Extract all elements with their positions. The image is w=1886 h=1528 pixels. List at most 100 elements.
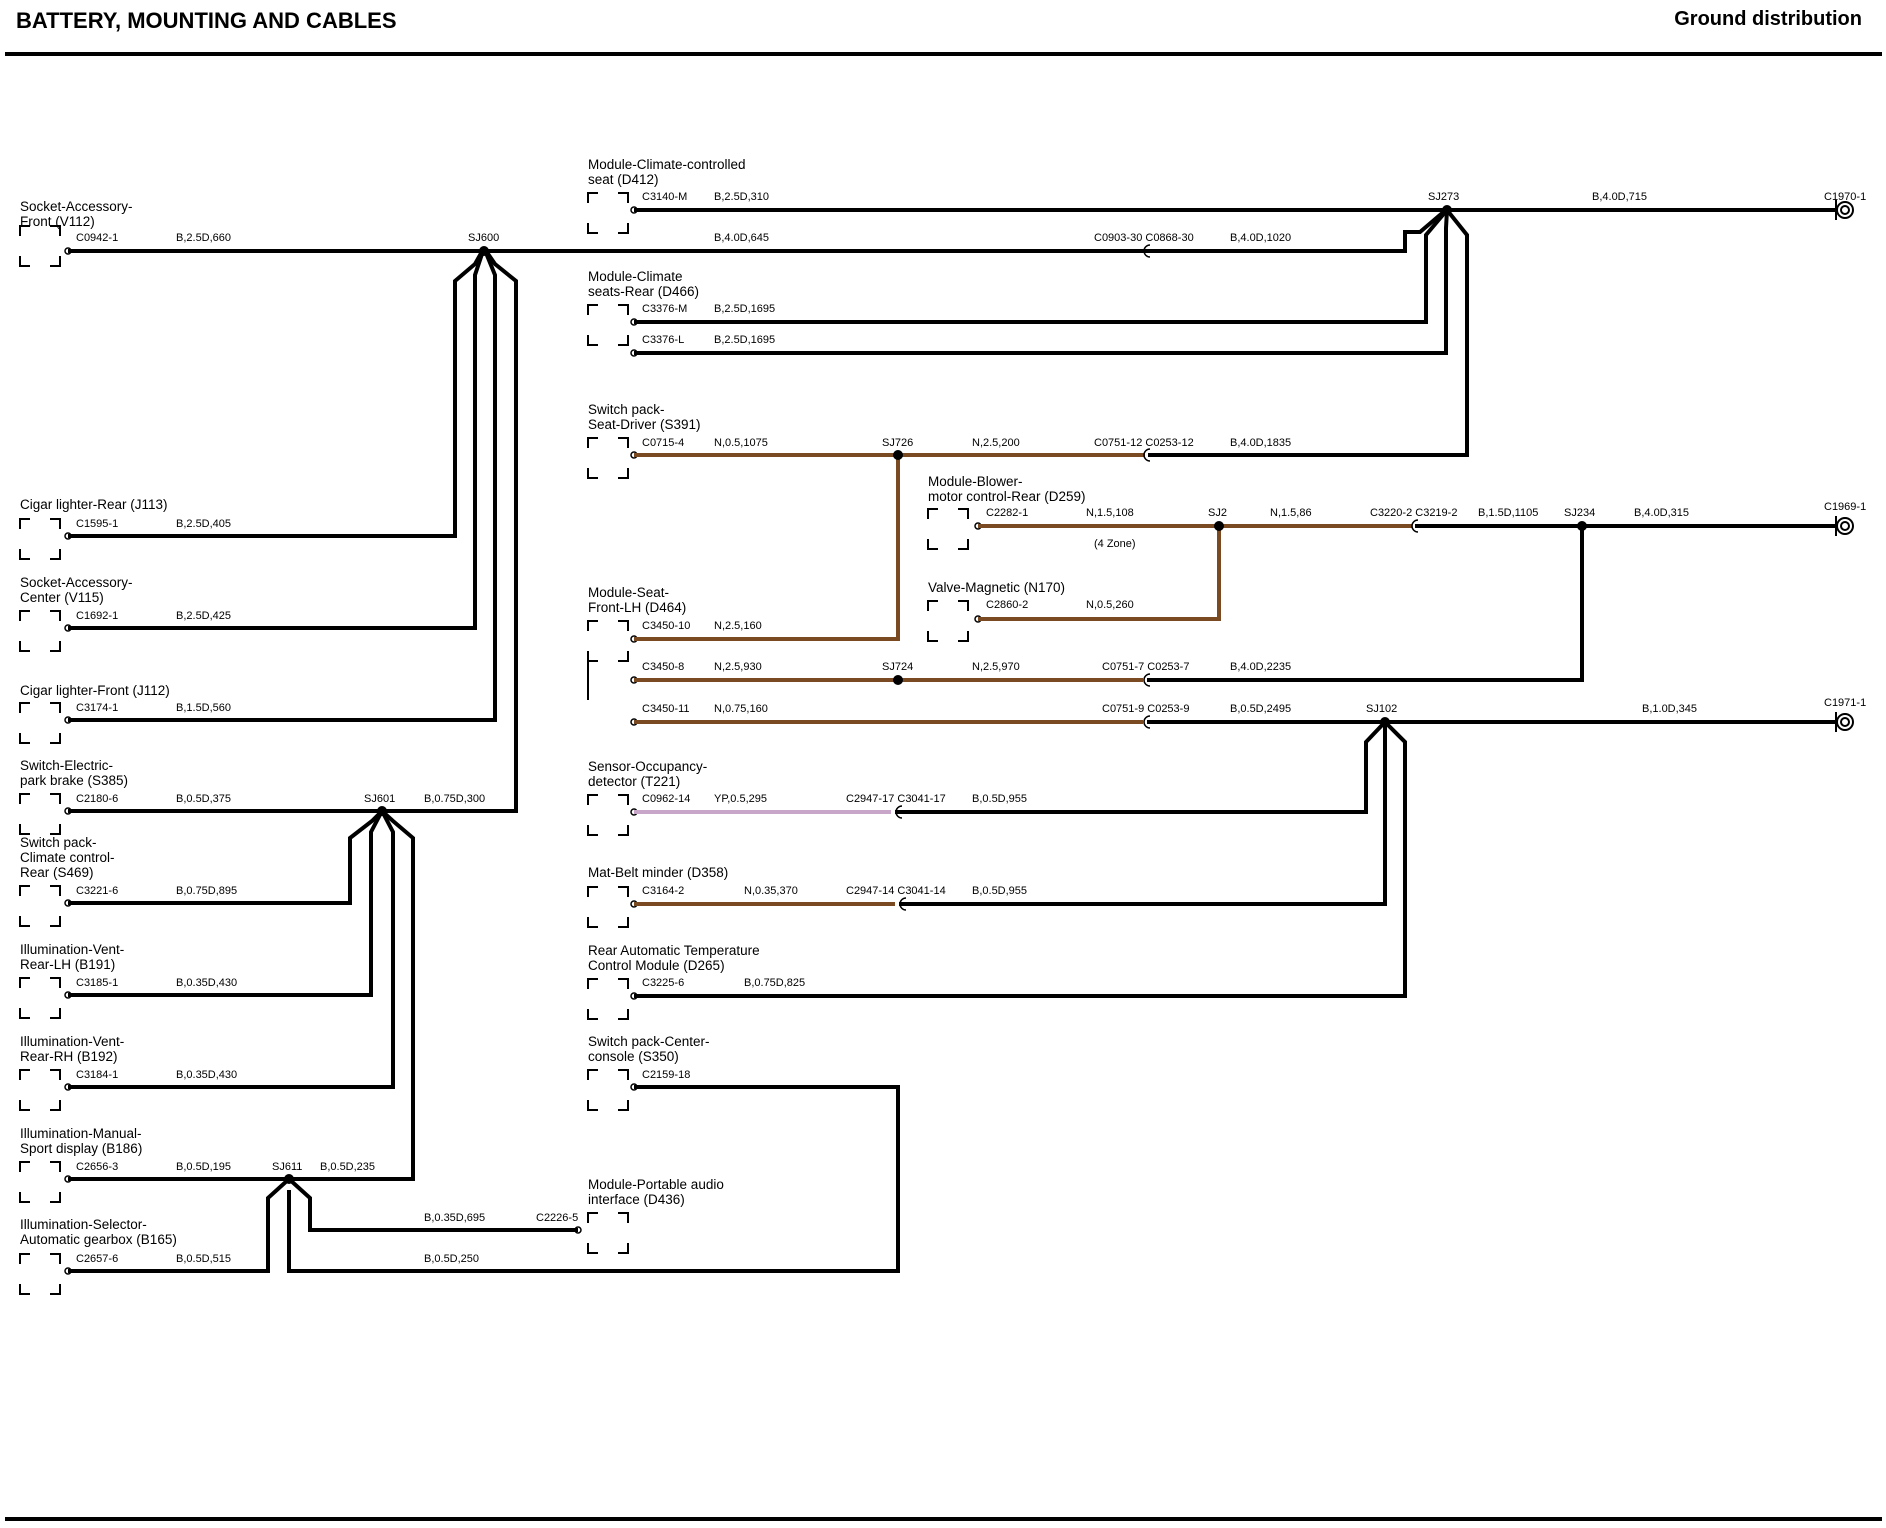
component-label-d265: Rear Automatic Temperature (588, 943, 760, 958)
component-labels: Socket-Accessory-Front (V112)Cigar light… (20, 157, 1086, 1247)
wire-label-c2159: C2159-18 (642, 1069, 690, 1081)
wire-label-w715: B,4.0D,715 (1592, 191, 1647, 203)
wire-label-w375: B,0.5D,375 (176, 793, 231, 805)
component-label-j113: Cigar lighter-Rear (J113) (20, 497, 168, 512)
sj724-dot (893, 675, 903, 685)
component-label-s350: Switch pack-Center- (588, 1034, 710, 1049)
sj600-dot (479, 246, 489, 256)
wire-label-c3220: C3220-2 C3219-2 (1370, 507, 1457, 519)
wire-d466-l (634, 209, 1449, 355)
component-box (587, 978, 629, 1020)
wire-label-c2226: C2226-5 (536, 1212, 578, 1224)
component-label-d265: Control Module (D265) (588, 958, 725, 973)
connector-c0751-12 (1143, 448, 1151, 462)
wire-label-w2235: B,4.0D,2235 (1230, 661, 1291, 673)
wire-label-zone: (4 Zone) (1094, 538, 1136, 550)
wire-label-c3450_8: C3450-8 (642, 661, 684, 673)
component-label-b186: Illumination-Manual- (20, 1126, 142, 1141)
component-label-b165: Automatic gearbox (B165) (20, 1232, 177, 1247)
wire-label-c3221: C3221-6 (76, 885, 118, 897)
wires (68, 207, 1838, 1273)
wire-label-w430a: B,0.35D,430 (176, 977, 237, 989)
component-label-d412: seat (D412) (588, 172, 659, 187)
ground-terminals (1835, 200, 1854, 732)
wire-d436 (287, 1177, 578, 1232)
splice-label-sj611: SJ611 (272, 1161, 302, 1173)
wire-label-c0715: C0715-4 (642, 437, 684, 449)
wire-label-w160b: N,0.75,160 (714, 703, 768, 715)
splice-label-sj600: SJ600 (468, 232, 499, 244)
wire-label-c3450_10: C3450-10 (642, 620, 690, 632)
wire-b191 (68, 810, 384, 997)
wire-label-w260: N,0.5,260 (1086, 599, 1134, 611)
component-label-s391: Switch pack- (588, 402, 665, 417)
wire-label-w560: B,1.5D,560 (176, 702, 231, 714)
component-box (587, 437, 629, 479)
wire-label-c3164: C3164-2 (642, 885, 684, 897)
component-label-b192: Rear-RH (B192) (20, 1049, 118, 1064)
wire-label-w2495: B,0.5D,2495 (1230, 703, 1291, 715)
wire-label-c3184: C3184-1 (76, 1069, 118, 1081)
component-label-t221: detector (T221) (588, 774, 680, 789)
component-box (19, 225, 61, 267)
wire-s469 (68, 809, 384, 905)
wire-label-w955b: B,0.5D,955 (972, 885, 1027, 897)
wire-label-w1695b: B,2.5D,1695 (714, 334, 775, 346)
wire-label-w370: N,0.35,370 (744, 885, 798, 897)
wire-label-c1969: C1969-1 (1824, 501, 1866, 513)
component-box (19, 793, 61, 835)
sj611-dot (284, 1174, 294, 1184)
section-title: Ground distribution (1674, 8, 1862, 30)
wire-label-w660: B,2.5D,660 (176, 232, 231, 244)
component-label-s391: Seat-Driver (S391) (588, 417, 701, 432)
wire-label-c0751_9: C0751-9 C0253-9 (1102, 703, 1189, 715)
wire-label-w315: B,4.0D,315 (1634, 507, 1689, 519)
component-label-s385: park brake (S385) (20, 773, 128, 788)
splice-label-sj273: SJ273 (1428, 191, 1459, 203)
wire-label-w970: N,2.5,970 (972, 661, 1020, 673)
wire-label-c2947_17: C2947-17 C3041-17 (846, 793, 946, 805)
component-label-s350: console (S350) (588, 1049, 679, 1064)
wire-label-c2860: C2860-2 (986, 599, 1028, 611)
component-label-v115: Socket-Accessory- (20, 575, 133, 590)
wire-label-w108: N,1.5,108 (1086, 507, 1134, 519)
wire-sj601-sj600 (382, 246, 518, 813)
component-box (19, 885, 61, 927)
wire-label-c2657: C2657-6 (76, 1253, 118, 1265)
component-label-n170: Valve-Magnetic (N170) (928, 580, 1065, 595)
wire-label-w295: YP,0.5,295 (714, 793, 767, 805)
component-label-b192: Illumination-Vent- (20, 1034, 124, 1049)
wire-label-w695: B,0.35D,695 (424, 1212, 485, 1224)
sj726-dot (893, 450, 903, 460)
component-box (587, 304, 629, 346)
inline-connectors (895, 244, 1419, 911)
component-box (927, 600, 969, 642)
sj234-dot (1577, 521, 1587, 531)
wire-label-c3225: C3225-6 (642, 977, 684, 989)
wire-j113 (68, 247, 486, 538)
component-label-d412: Module-Climate-controlled (588, 157, 746, 172)
splice-label-sj726: SJ726 (882, 437, 913, 449)
wire-label-w1695a: B,2.5D,1695 (714, 303, 775, 315)
wire-label-w895: B,0.75D,895 (176, 885, 237, 897)
wire-label-w1075: N,0.5,1075 (714, 437, 768, 449)
wire-j112 (68, 247, 497, 722)
wire-label-w425: B,2.5D,425 (176, 610, 231, 622)
splice-label-sj724: SJ724 (882, 661, 913, 673)
wire-b165 (68, 1177, 291, 1273)
wire-label-w300: B,0.75D,300 (424, 793, 485, 805)
splice-label-sj234: SJ234 (1564, 507, 1595, 519)
component-box (19, 518, 61, 560)
wire-label-w1020: B,4.0D,1020 (1230, 232, 1291, 244)
connector-c0903 (1143, 244, 1151, 258)
wire-label-c1971: C1971-1 (1824, 697, 1866, 709)
connector-c2947-17 (895, 805, 903, 819)
connector-c2947-14 (899, 897, 907, 911)
component-box (587, 620, 629, 662)
wire-label-c1595: C1595-1 (76, 518, 118, 530)
component-label-t221: Sensor-Occupancy- (588, 759, 707, 774)
wire-label-w430b: B,0.35D,430 (176, 1069, 237, 1081)
component-box (587, 192, 629, 234)
